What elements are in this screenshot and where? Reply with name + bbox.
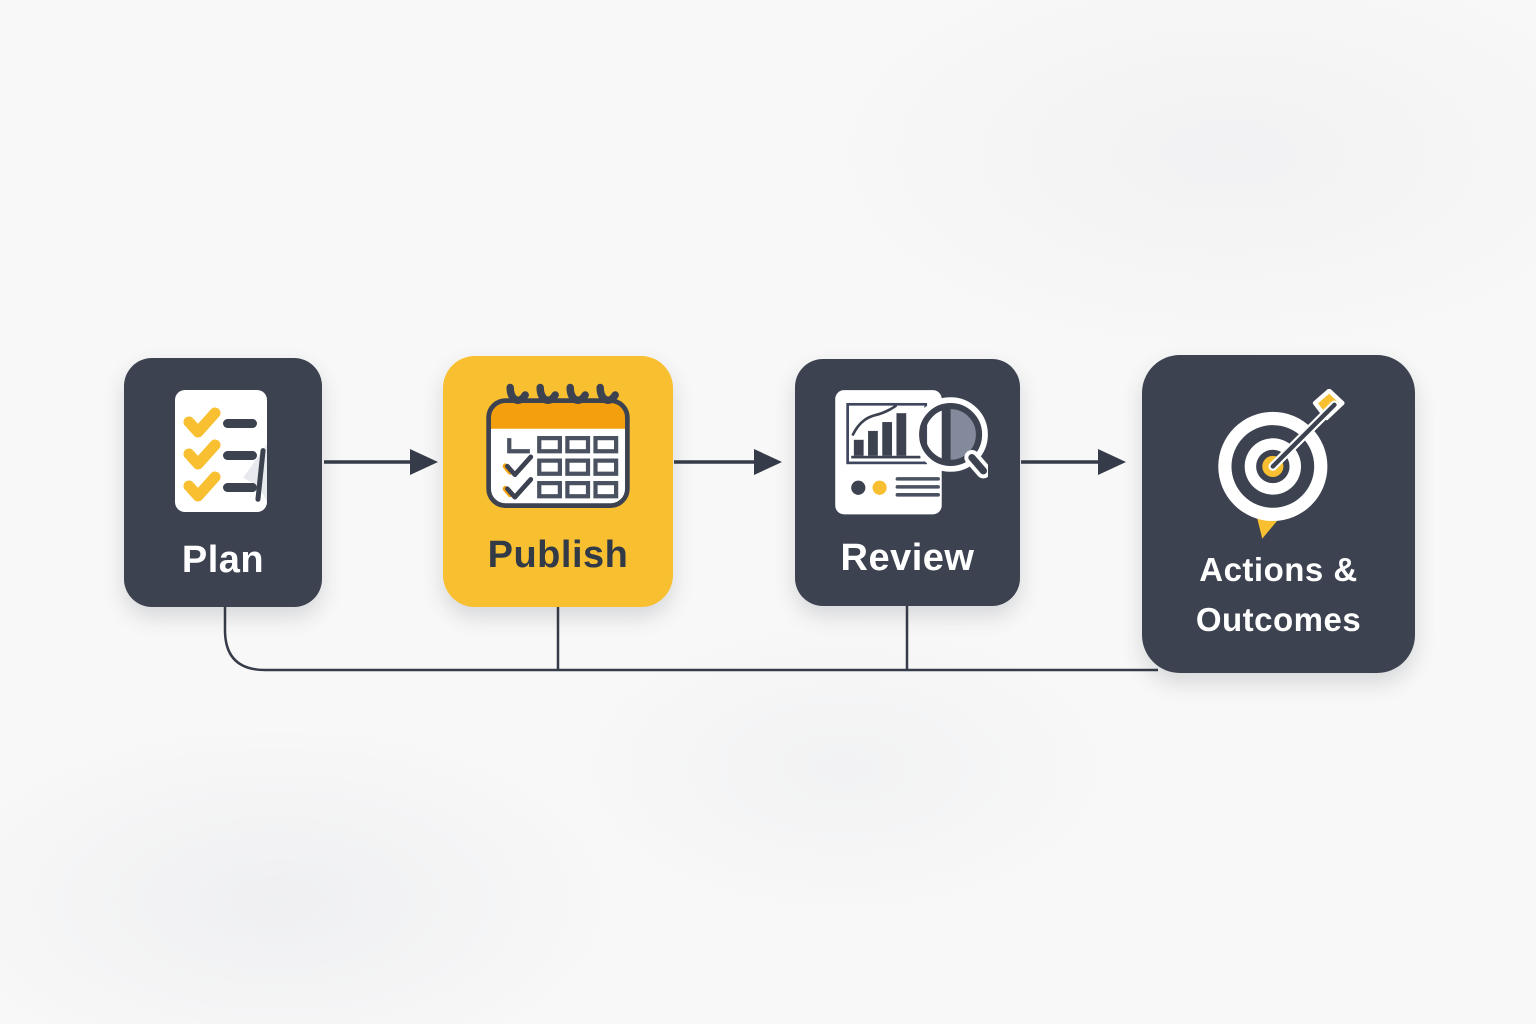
report-magnifier-icon (828, 383, 988, 525)
step-plan-label: Plan (181, 539, 265, 581)
arrow-plan-to-publish (324, 449, 438, 475)
feedback-loop-line (223, 604, 1158, 672)
step-publish-label: Publish (487, 534, 629, 576)
arrow-review-to-actions (1021, 449, 1126, 475)
checklist-document-icon (173, 388, 273, 516)
calendar-icon (483, 380, 633, 515)
arrow-publish-to-review (674, 449, 782, 475)
target-arrow-icon (1204, 389, 1354, 543)
step-actions-outcomes: Actions & Outcomes (1142, 355, 1415, 673)
step-plan: Plan (124, 358, 322, 607)
step-actions-label-line2: Outcomes (1195, 600, 1362, 638)
step-actions-outcomes-label: Actions & Outcomes (1196, 545, 1361, 644)
step-review-label: Review (840, 537, 975, 579)
step-actions-label-line1: Actions & (1199, 551, 1358, 588)
step-publish: Publish (443, 356, 673, 607)
step-review: Review (795, 359, 1020, 606)
